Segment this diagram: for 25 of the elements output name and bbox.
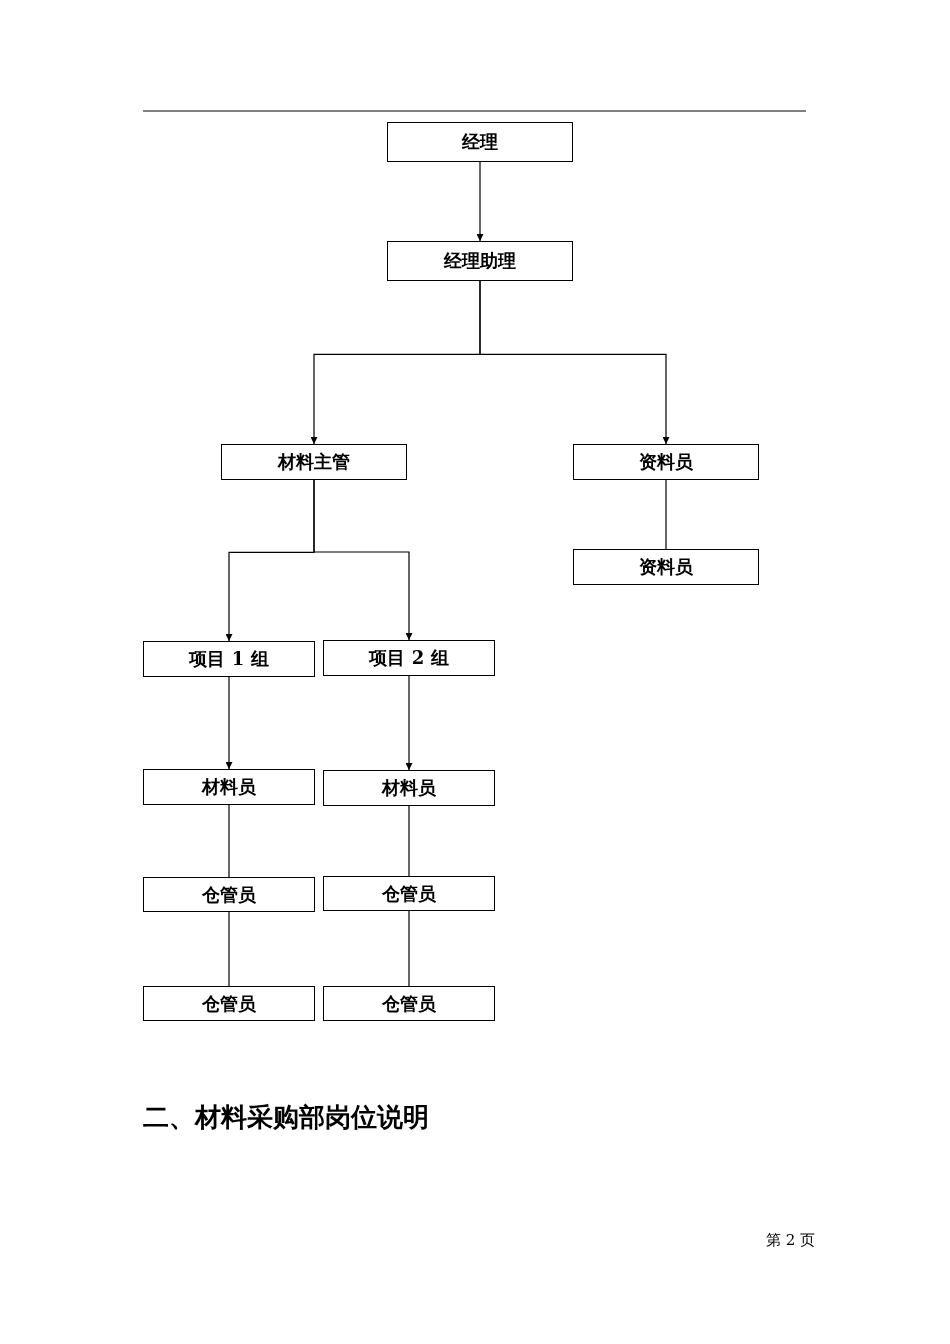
connector-line xyxy=(408,805,410,877)
org-box: 项目 2 组 xyxy=(323,640,495,676)
arrow xyxy=(476,161,484,242)
page-number: 第 2 页 xyxy=(766,1231,816,1250)
section-heading: 二、材料采购部岗位说明 xyxy=(143,1101,429,1134)
org-box: 仓管员 xyxy=(323,986,495,1021)
connector-line xyxy=(665,479,667,550)
org-box: 经理助理 xyxy=(387,241,573,281)
org-box: 仓管员 xyxy=(143,877,315,912)
org-box: 仓管员 xyxy=(323,876,495,911)
arrow xyxy=(479,280,670,445)
connector-line xyxy=(408,910,410,987)
org-box: 项目 1 组 xyxy=(143,641,315,677)
connector-line xyxy=(228,804,230,878)
org-box: 资料员 xyxy=(573,444,759,480)
org-box: 仓管员 xyxy=(143,986,315,1021)
arrow xyxy=(313,479,413,641)
org-box: 材料主管 xyxy=(221,444,407,480)
connector-line xyxy=(228,911,230,987)
arrow xyxy=(225,676,233,770)
org-box: 资料员 xyxy=(573,549,759,585)
org-box: 材料员 xyxy=(143,769,315,805)
arrow xyxy=(405,675,413,771)
org-box: 经理 xyxy=(387,122,573,162)
org-box: 材料员 xyxy=(323,770,495,806)
